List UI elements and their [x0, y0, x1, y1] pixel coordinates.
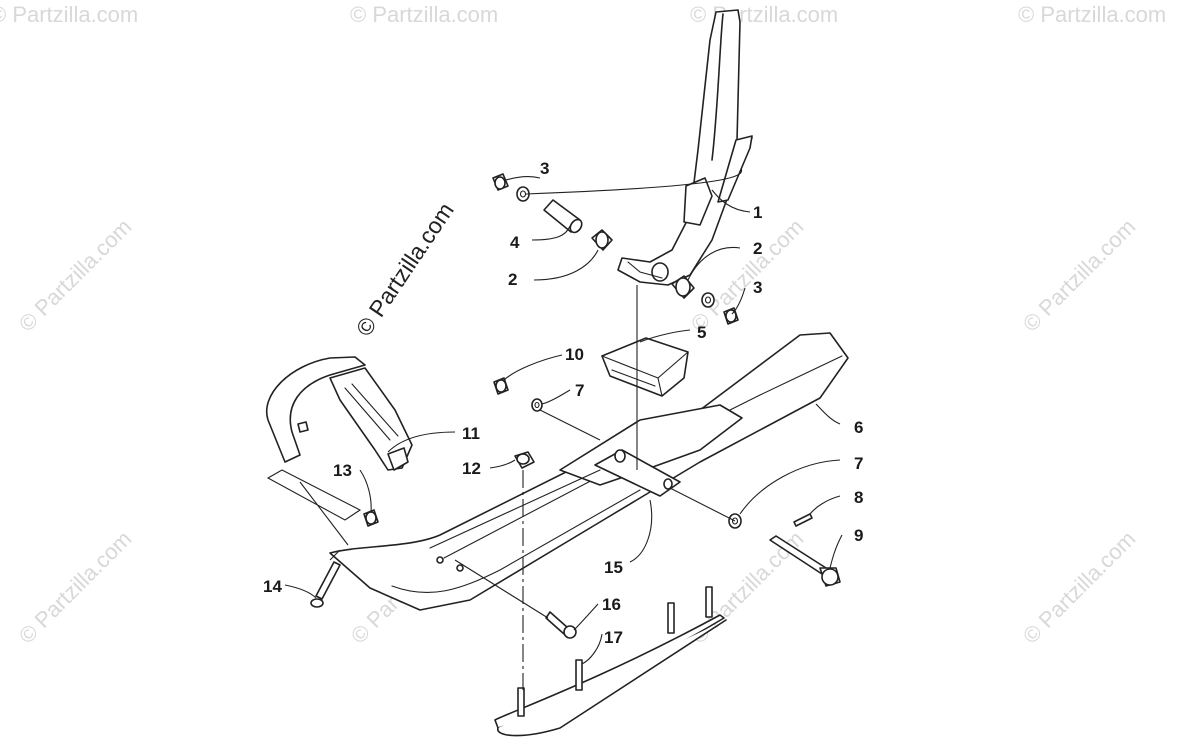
callout-10[interactable]: 10	[565, 345, 584, 364]
watermark: © Partzilla.com	[14, 214, 137, 337]
callout-15[interactable]: 15	[604, 558, 623, 577]
nut-13-part	[363, 509, 379, 527]
callout-13[interactable]: 13	[333, 461, 352, 480]
callout-17[interactable]: 17	[604, 628, 623, 647]
watermark-layer: © Partzilla.com © Partzilla.com © Partzi…	[0, 2, 1166, 649]
callout-9[interactable]: 9	[854, 526, 863, 545]
callout-2[interactable]: 2	[508, 270, 517, 289]
callout-1[interactable]: 1	[753, 203, 762, 222]
callout-7[interactable]: 7	[854, 454, 863, 473]
ski-part	[329, 332, 849, 611]
watermark: © Partzilla.com	[14, 526, 137, 649]
spindle-part	[617, 9, 753, 286]
callout-7[interactable]: 7	[575, 381, 584, 400]
parts-layer	[265, 9, 849, 737]
callout-5[interactable]: 5	[697, 323, 706, 342]
upper-left-hardware	[493, 377, 543, 412]
callout-3[interactable]: 3	[753, 278, 762, 297]
callout-3[interactable]: 3	[540, 159, 549, 178]
watermark: © Partzilla.com	[1018, 526, 1141, 649]
callout-4[interactable]: 4	[510, 233, 520, 252]
callout-2[interactable]: 2	[753, 239, 762, 258]
nut-12-part	[514, 451, 535, 469]
watermark: © Partzilla.com	[0, 2, 138, 27]
ski-loop-part	[265, 356, 413, 471]
bolt-16-part	[545, 611, 577, 639]
wear-bar-part	[494, 586, 727, 737]
callout-leaders	[284, 167, 843, 665]
watermark-main: © Partzilla.com	[351, 198, 459, 341]
lower-right-hardware	[728, 513, 841, 587]
callout-6[interactable]: 6	[854, 418, 863, 437]
watermark: © Partzilla.com	[690, 2, 838, 27]
callout-12[interactable]: 12	[462, 459, 481, 478]
right-hardware	[671, 275, 739, 325]
assembly-lines	[266, 285, 736, 690]
callout-11[interactable]: 11	[462, 424, 480, 443]
callout-8[interactable]: 8	[854, 488, 863, 507]
wear-pad-part	[601, 337, 689, 397]
callout-16[interactable]: 16	[602, 595, 621, 614]
callout-14[interactable]: 14	[263, 577, 282, 596]
bolt-14-part	[310, 561, 341, 608]
watermark: © Partzilla.com	[1018, 214, 1141, 337]
callout-labels: 1 2 2 3 3 4 5 6 7 7 8 9 10 11 12 13 14 1…	[263, 159, 863, 647]
watermark: © Partzilla.com	[350, 2, 498, 27]
watermark: © Partzilla.com	[1018, 2, 1166, 27]
